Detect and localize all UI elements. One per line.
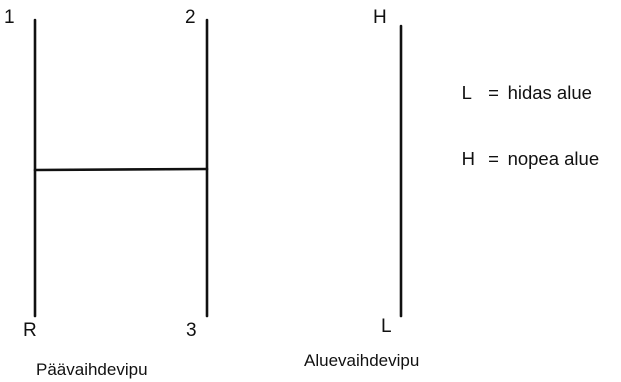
position-3-label: 3 <box>186 320 197 341</box>
range-l-label: L <box>381 316 392 337</box>
position-1-label: 1 <box>4 7 15 28</box>
legend-row-high: H = nopea alue <box>441 126 600 192</box>
legend-key-high: H <box>461 148 475 169</box>
range-legend: L = hidas alue H = nopea alue <box>441 60 600 192</box>
gate-line-neutral <box>33 167 209 172</box>
legend-text-low: hidas alue <box>507 82 592 103</box>
range-shift-caption: Aluevaihdevipu <box>304 351 419 370</box>
main-shift-pattern <box>33 18 209 318</box>
legend-equals: = <box>488 148 499 169</box>
main-shift-caption: Päävaihdevipu <box>36 360 148 379</box>
legend-row-low: L = hidas alue <box>441 60 599 126</box>
legend-equals: = <box>488 82 499 103</box>
legend-text-high: nopea alue <box>507 148 600 169</box>
legend-key-low: L <box>461 82 472 103</box>
position-r-label: R <box>23 320 37 341</box>
position-2-label: 2 <box>185 7 196 28</box>
range-h-label: H <box>373 7 387 28</box>
